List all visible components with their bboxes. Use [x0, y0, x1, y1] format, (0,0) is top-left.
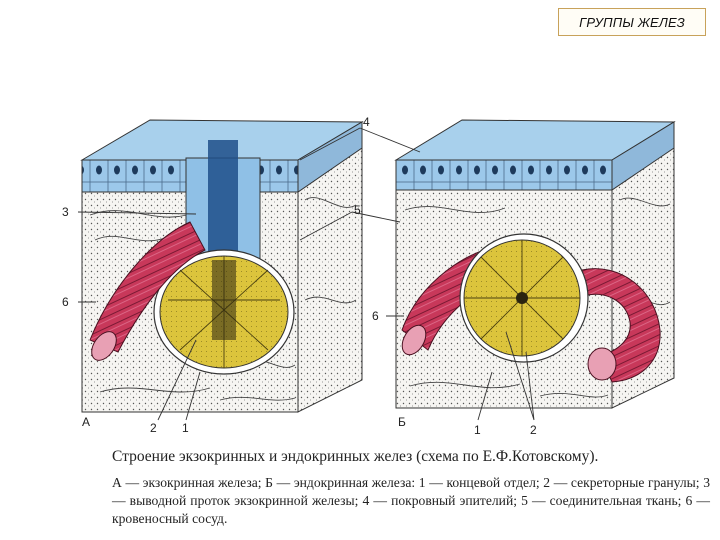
panel-b-letter: Б: [398, 415, 406, 429]
label-4: 4: [363, 115, 370, 129]
panel-b-acinus-center: [516, 292, 528, 304]
panel-a-exocrine-gland: [82, 120, 362, 412]
panel-b-endocrine-gland: [396, 120, 674, 408]
label-2-b: 2: [530, 423, 537, 437]
label-3: 3: [62, 205, 69, 219]
gland-diagram: 4 5 3 6 6 2 1 1 2 А Б: [0, 0, 720, 440]
figure-legend: А — экзокринная железа; Б — эндокринная …: [112, 474, 710, 528]
label-1-b: 1: [474, 423, 481, 437]
label-5: 5: [354, 203, 361, 217]
panel-a-letter: А: [82, 415, 90, 429]
label-2-a: 2: [150, 421, 157, 435]
panel-a-acinus-lumen: [212, 260, 236, 340]
label-6-a: 6: [62, 295, 69, 309]
panel-b-epithelium-front: [396, 160, 612, 190]
label-6-b: 6: [372, 309, 379, 323]
figure-caption: Строение экзокринных и эндокринных желез…: [112, 448, 712, 466]
panel-b-vessel-right-opening: [588, 348, 616, 380]
label-1-a: 1: [182, 421, 189, 435]
